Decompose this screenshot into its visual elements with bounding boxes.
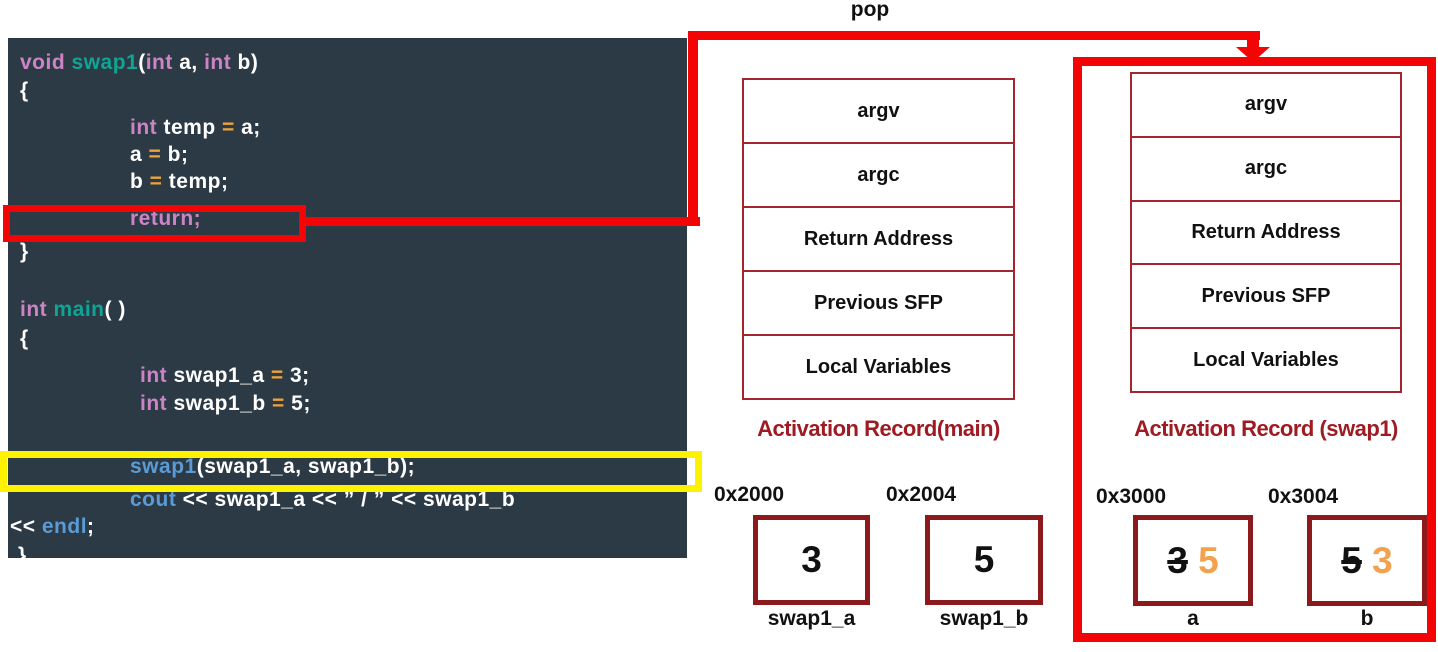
value-box-swap1_a: 3 — [753, 515, 870, 605]
new-value-a: 5 — [1198, 539, 1219, 581]
code-line: << endl; — [10, 515, 95, 538]
code-line: int main( ) — [20, 298, 126, 321]
variable-label: b — [1360, 607, 1374, 630]
code-line: } — [20, 240, 29, 263]
new-value-b: 3 — [1372, 539, 1393, 581]
variable-label: swap1_b — [939, 607, 1029, 630]
pop-label: pop — [850, 0, 890, 21]
stack-frame-row: Local Variables — [805, 355, 952, 378]
address-label: 0x3004 — [1268, 485, 1339, 508]
swap1-call-highlight-box — [0, 451, 702, 492]
code-line: int temp = a; — [130, 116, 261, 139]
address-label: 0x2000 — [714, 483, 785, 506]
pop-arrow-segment-horizontal-lower — [305, 217, 700, 226]
activation-record-main-label: Activation Record(main) — [757, 416, 1000, 441]
pop-arrow-segment-vertical-right — [1247, 40, 1259, 48]
code-line: swap1(swap1_a, swap1_b); — [130, 455, 416, 478]
swap1-record-outline — [1073, 57, 1436, 642]
code-line: int swap1_a = 3; — [140, 364, 310, 387]
value-swap1_b: 5 — [973, 539, 995, 580]
code-line: cout << swap1_a << ” / ” << swap1_b — [130, 488, 516, 511]
pop-arrow-segment-horizontal-upper — [688, 31, 1260, 40]
code-line: b = temp; — [130, 170, 229, 193]
value-box-swap1_b: 5 — [925, 515, 1043, 605]
stack-frame-row: argv — [1132, 74, 1400, 138]
value-box-b: 5 3 — [1307, 515, 1427, 606]
return-statement-highlight-box — [3, 205, 306, 242]
stack-frame-row: Local Variables — [1193, 348, 1339, 371]
address-label: 0x3000 — [1096, 485, 1167, 508]
code-line: { — [20, 327, 29, 350]
stack-frame-row: Previous SFP — [744, 272, 1013, 336]
old-value-b: 5 — [1341, 539, 1362, 581]
variable-label: swap1_a — [767, 607, 856, 630]
stack-frame-row: argv — [744, 80, 1013, 144]
stack-frame-row: Previous SFP — [1132, 265, 1400, 330]
code-line: a = b; — [130, 143, 189, 166]
code-line: { — [20, 79, 29, 102]
address-label: 0x2004 — [886, 483, 957, 506]
variable-label: a — [1187, 607, 1199, 630]
value-box-a: 3 5 — [1133, 515, 1253, 606]
code-line: void swap1(int a, int b) — [20, 51, 259, 74]
code-editor-panel: void swap1(int a, int b) { int temp = a; a … — [8, 38, 687, 558]
code-line: return; — [130, 207, 202, 230]
old-value-a: 3 — [1167, 539, 1188, 581]
code-line: } — [18, 544, 27, 558]
stack-frame-row: Return Address — [1132, 202, 1400, 266]
stack-frame-row: argc — [744, 144, 1013, 208]
activation-record-swap1-label: Activation Record (swap1) — [1134, 416, 1398, 441]
pop-arrow-segment-vertical-left — [688, 31, 698, 226]
code-line: int swap1_b = 5; — [140, 392, 311, 415]
stack-frame-row: argc — [1132, 138, 1400, 202]
value-swap1_a: 3 — [801, 539, 822, 580]
stack-frame-row: Return Address — [744, 208, 1013, 272]
